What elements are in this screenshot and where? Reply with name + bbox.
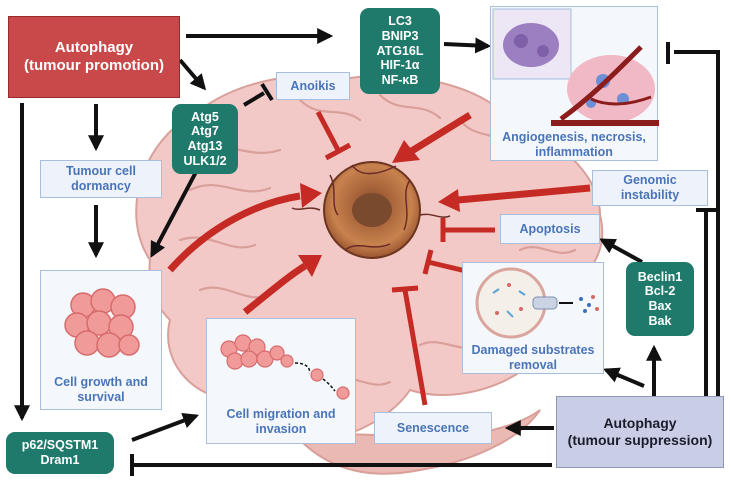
tumour-illustration: [291, 161, 451, 259]
autophagy-suppression-box: Autophagy (tumour suppression): [556, 396, 724, 468]
promotion-subtitle: (tumour promotion): [24, 57, 164, 74]
genomic-instability-label: Genomic instability: [592, 170, 708, 206]
promotion-markers-a: LC3 BNIP3 ATG16L HIF-1α NF-κB: [360, 8, 440, 94]
cell-migration-panel: Cell migration and invasion: [206, 318, 356, 444]
damaged-substrates-label: Damaged substrates removal: [471, 343, 595, 372]
promotion-markers-b: Atg5 Atg7 Atg13 ULK1/2: [172, 104, 238, 174]
autophagy-promotion-box: Autophagy (tumour promotion): [8, 16, 180, 98]
angiogenesis-panel: Angiogenesis, necrosis, inflammation: [490, 6, 659, 161]
senescence-label: Senescence: [374, 412, 492, 444]
suppression-subtitle: (tumour suppression): [567, 432, 713, 448]
cell-migration-label: Cell migration and invasion: [226, 407, 336, 436]
cell-growth-label: Cell growth and survival: [54, 375, 148, 404]
anoikis-label: Anoikis: [276, 72, 350, 100]
black-arrows: [14, 28, 720, 476]
cell-growth-panel: Cell growth and survival: [40, 270, 162, 410]
cell-cluster-illustration: [64, 288, 140, 358]
angiogenesis-label: Angiogenesis, necrosis, inflammation: [502, 130, 646, 159]
red-arrows: [167, 110, 591, 406]
angiogenesis-illustration: [492, 8, 659, 126]
suppression-title: Autophagy: [603, 415, 677, 432]
tumour-dormancy-label: Tumour cell dormancy: [40, 160, 162, 198]
damaged-substrates-panel: Damaged substrates removal: [462, 262, 604, 374]
p62-dram1-box: p62/SQSTM1 Dram1: [6, 432, 114, 474]
cell-migration-illustration: [220, 334, 350, 400]
damaged-substrates-illustration: [475, 267, 599, 339]
promotion-title: Autophagy: [54, 39, 134, 57]
apoptosis-label: Apoptosis: [500, 214, 600, 244]
suppression-markers: Beclin1 Bcl-2 Bax Bak: [626, 262, 694, 336]
